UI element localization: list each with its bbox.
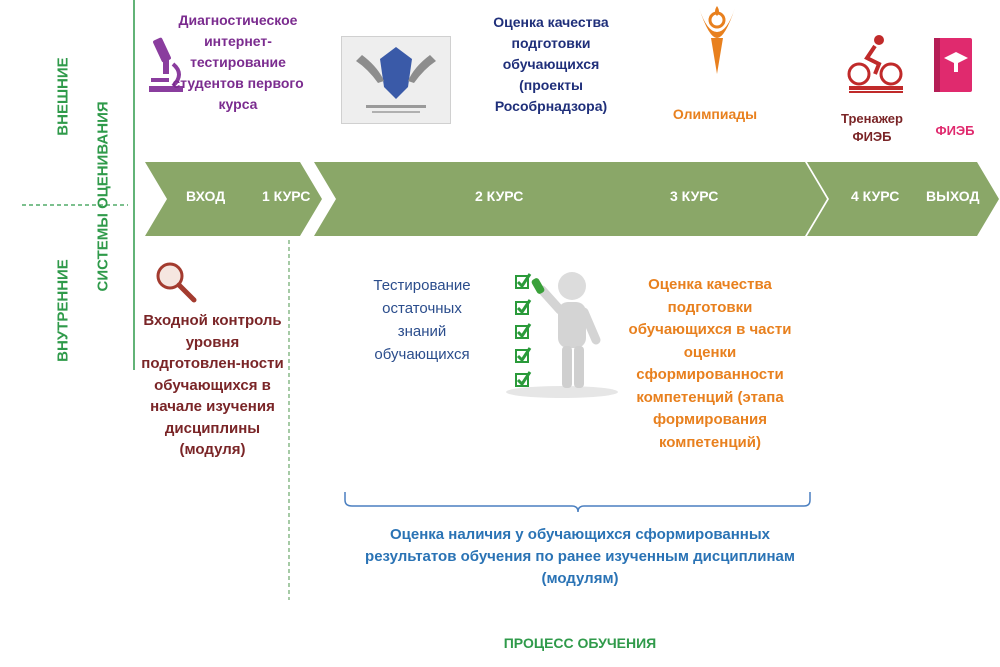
emblem-icon xyxy=(356,47,436,113)
diagnostic-testing-text: Диагностическое интернет-тестирование ст… xyxy=(172,12,304,112)
learning-process-footer: ПРОЦЕСС ОБУЧЕНИЯ xyxy=(503,635,657,651)
competencies-text: Оценка качества подготовки обучающихся в… xyxy=(628,276,792,451)
timeline-segment-start xyxy=(145,162,322,236)
fieb-text: ФИЭБ xyxy=(935,123,975,138)
timeline-exit: ВЫХОД xyxy=(926,188,980,204)
internal-label: ВНУТРЕННИЕ xyxy=(54,259,72,362)
results-bracket xyxy=(344,492,811,513)
quality-rosobr-text: Оценка качества подготовки обучающихся (… xyxy=(493,14,609,114)
timeline-course3: 3 КУРС xyxy=(670,188,719,204)
trainer-cyclist-icon xyxy=(847,35,903,93)
olympiad-figure-icon xyxy=(699,6,735,74)
residual-knowledge-text: Тестирование остаточных знаний обучающих… xyxy=(373,277,471,363)
systems-label: СИСТЕМЫ ОЦЕНИВАНИЯ xyxy=(94,101,112,292)
rosobrnadzor-emblem xyxy=(341,36,451,124)
timeline-segment-end xyxy=(807,162,999,236)
fieb-book-icon xyxy=(934,38,972,92)
microscope-icon xyxy=(149,37,183,92)
timeline-segment-middle xyxy=(314,162,827,236)
results-text: Оценка наличия у обучающихся сформирован… xyxy=(365,526,795,587)
checklist-figure-icon xyxy=(506,272,618,398)
olympiads-text: Олимпиады xyxy=(672,106,758,122)
timeline-course2: 2 КУРС xyxy=(475,188,524,204)
timeline-course1: 1 КУРС xyxy=(262,188,311,204)
timeline-course4: 4 КУРС xyxy=(851,188,900,204)
trainer-text: Тренажер ФИЭБ xyxy=(841,111,903,144)
external-label: ВНЕШНИЕ xyxy=(54,57,72,136)
timeline-entry: ВХОД xyxy=(186,188,226,204)
magnifier-icon xyxy=(156,262,197,303)
entry-control-text: Входной контроль уровня подготовлен-ност… xyxy=(141,312,284,458)
